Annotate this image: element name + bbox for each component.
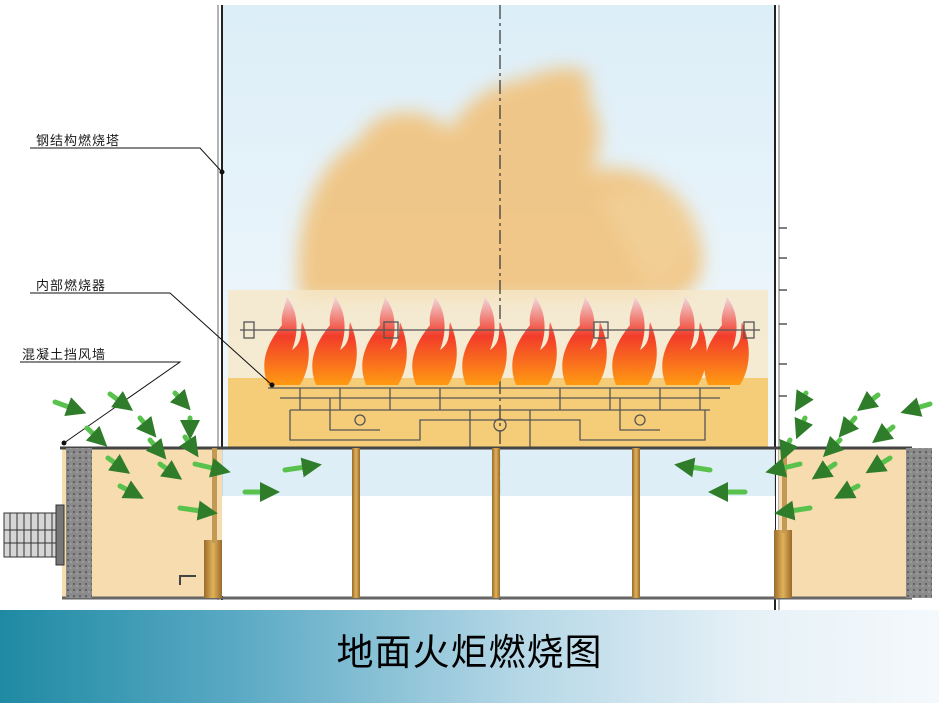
flame bbox=[704, 296, 749, 385]
diagram-title: 地面火炬燃烧图 bbox=[336, 631, 603, 674]
support-columns bbox=[204, 448, 792, 598]
flame bbox=[264, 296, 309, 385]
label-internal-burner: 内部燃烧器 bbox=[36, 279, 107, 294]
drain-pipe bbox=[179, 575, 196, 585]
concrete-windwall-right bbox=[906, 448, 932, 598]
label-concrete-windwall: 混凝土挡风墙 bbox=[22, 348, 107, 363]
flame bbox=[462, 296, 507, 385]
flame bbox=[612, 296, 657, 385]
callout-leaders bbox=[20, 147, 275, 446]
airflow-arrows bbox=[52, 388, 933, 521]
flame bbox=[662, 296, 707, 385]
flame bbox=[562, 296, 607, 385]
burner-piping bbox=[240, 321, 760, 448]
concrete-windwall-left bbox=[66, 448, 92, 598]
flare-cross-section bbox=[3, 5, 933, 610]
label-steel-tower: 钢结构燃烧塔 bbox=[36, 134, 121, 149]
wall-brackets bbox=[779, 227, 787, 397]
burner-flames bbox=[264, 296, 749, 385]
flame bbox=[312, 296, 357, 385]
side-grate bbox=[3, 504, 65, 566]
flame bbox=[362, 296, 407, 385]
burner-zone bbox=[228, 378, 768, 448]
caption-bar: 地面火炬燃烧图 bbox=[0, 610, 939, 703]
flame bbox=[412, 296, 457, 385]
flare-diagram: 钢结构燃烧塔 内部燃烧器 混凝土挡风墙 bbox=[3, 5, 933, 610]
right-enclosure bbox=[779, 448, 909, 598]
flame bbox=[512, 296, 557, 385]
